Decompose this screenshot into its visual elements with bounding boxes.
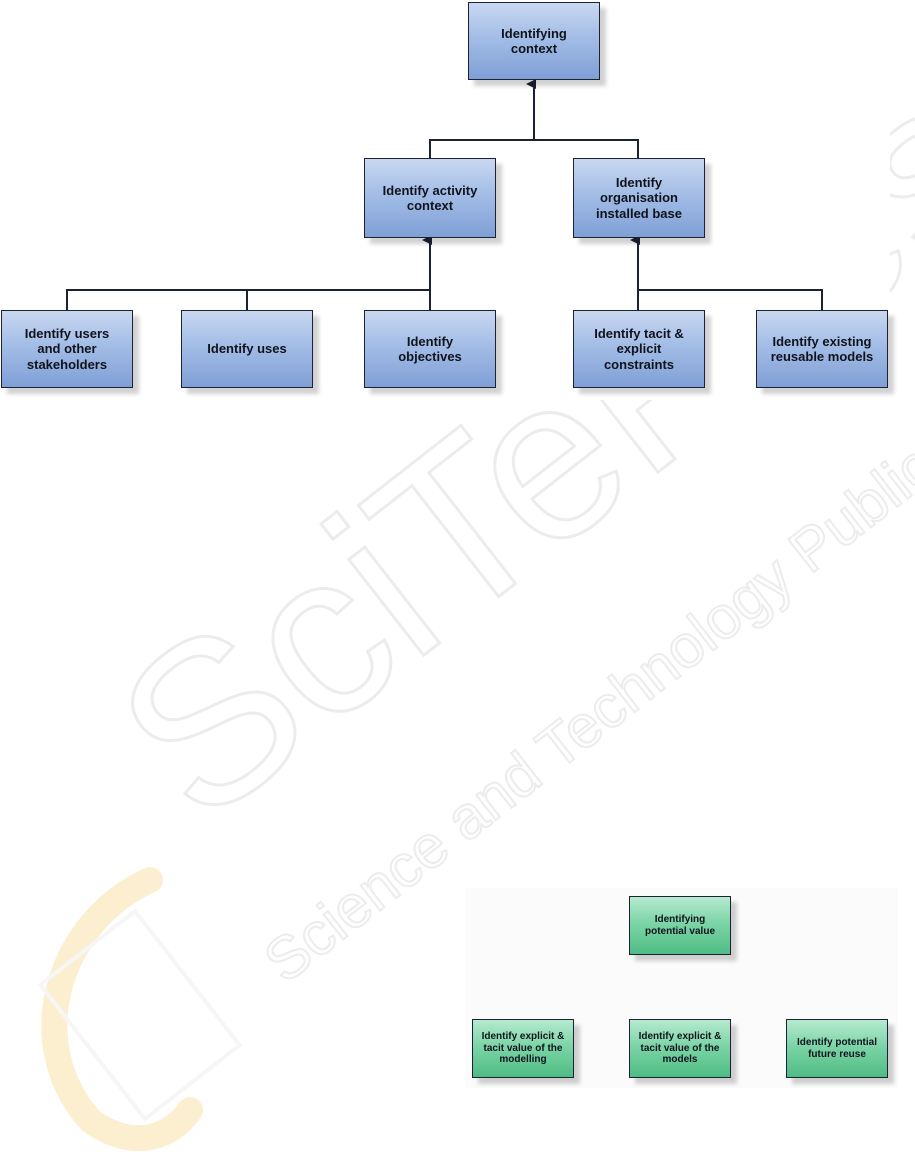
node-label: Identify users and other stakeholders [24,326,110,372]
node-identify-potential-future-reuse: Identify potential future reuse [786,1019,888,1078]
node-label: Identifying context [501,25,567,56]
node-identify-objectives: Identify objectives [364,310,496,388]
watermark-logo-icon [37,867,243,1152]
node-identify-existing-reusable-models: Identify existing reusable models [756,310,888,388]
node-label: Identify potential future reuse [797,1036,877,1060]
node-identify-organisation-installed-base: Identify organisation installed base [573,158,705,238]
node-identify-uses: Identify uses [181,310,313,388]
node-identify-value-of-models: Identify explicit & tacit value of the m… [629,1019,731,1078]
node-label: Identifying potential value [644,913,715,937]
node-label: Identify tacit & explicit constraints [594,326,684,372]
node-identify-activity-context: Identify activity context [364,158,496,238]
node-identify-users-stakeholders: Identify users and other stakeholders [1,310,133,388]
node-label: Identify activity context [382,182,478,213]
node-identify-tacit-explicit-constraints: Identify tacit & explicit constraints [573,310,705,388]
node-label: Identify organisation installed base [596,175,682,221]
node-label: Identify explicit & tacit value of the m… [638,1030,722,1066]
node-label: Identify explicit & tacit value of the m… [481,1030,565,1066]
node-identify-value-of-modelling: Identify explicit & tacit value of the m… [472,1019,574,1078]
node-label: Identify uses [207,341,287,357]
node-identifying-context: Identifying context [468,2,600,80]
node-label: Identify objectives [398,333,462,364]
node-identifying-potential-value: Identifying potential value [629,896,731,955]
node-label: Identify existing reusable models [770,333,874,364]
